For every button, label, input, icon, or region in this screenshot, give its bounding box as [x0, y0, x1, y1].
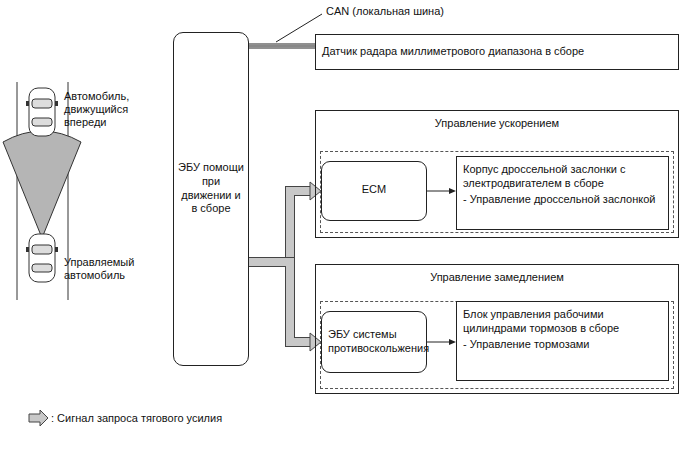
car-own	[26, 234, 58, 282]
vehicle-label: Управляемый автомобиль	[64, 256, 162, 282]
node-title: Блок управления рабочими цилиндрами торм…	[457, 302, 668, 336]
car-front	[26, 88, 58, 136]
node-title: Управление ускорением	[316, 111, 678, 131]
actuator-box: Корпус дроссельной заслонки с электродви…	[456, 156, 669, 230]
lane-line	[17, 82, 18, 300]
radar-cone	[3, 131, 81, 238]
node-title: ЭБУ помощи при движении и в сборе	[174, 161, 248, 216]
connector	[249, 262, 321, 351]
node-detail: - Управление тормозами	[457, 336, 668, 352]
node-detail: - Управление дроссельной заслонкой	[457, 191, 668, 207]
actuator-box: Блок управления рабочими цилиндрами торм…	[456, 301, 669, 381]
node-title: ECM	[322, 183, 426, 197]
ecu-block: ЭБУ помощи при движении и в сборе	[173, 32, 249, 366]
node-title: ЭБУ системы противоскольжения	[322, 328, 426, 356]
connector	[249, 14, 322, 48]
node-title: Корпус дроссельной заслонки с электродви…	[457, 157, 668, 191]
ecm-box: ECM	[321, 161, 427, 221]
connector	[427, 339, 456, 345]
bus-label: CAN (локальная шина)	[326, 5, 444, 18]
connector	[249, 182, 321, 262]
ecu-box: ЭБУ системы противоскольжения	[321, 311, 427, 373]
node-title: Управление замедлением	[316, 265, 678, 285]
vehicle-label: Автомобиль, движущийся впереди	[64, 90, 162, 130]
connector	[427, 188, 456, 194]
legend-text: : Сигнал запроса тягового усилия	[51, 412, 222, 425]
group-box: Управление ускорениемECM Корпус дроссельн…	[315, 110, 679, 238]
legend-arrow-sample	[29, 410, 48, 426]
group-box: Управление замедлениемЭБУ системы против…	[315, 264, 679, 394]
node-title: Датчик радара миллиметрового диапазона в…	[316, 45, 678, 59]
sensor-box: Датчик радара миллиметрового диапазона в…	[315, 34, 679, 70]
